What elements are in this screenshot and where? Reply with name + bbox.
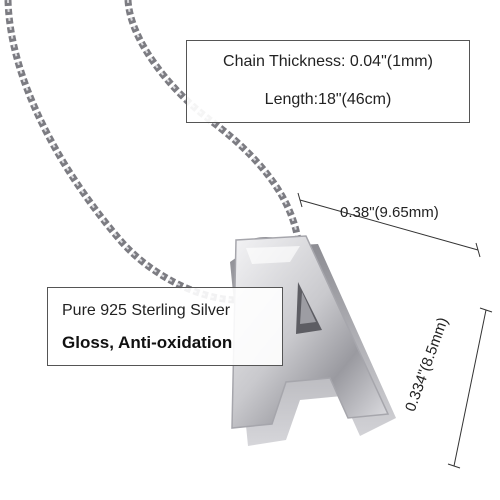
- width-dimension-label: 0.38"(9.65mm): [340, 204, 439, 221]
- chain-length-text: Length:18"(46cm): [264, 91, 392, 108]
- width-dimension-line: [297, 192, 481, 258]
- material-spec-box: Pure 925 Sterling Silver Gloss, Anti-oxi…: [47, 287, 283, 366]
- material-text: Pure 925 Sterling Silver: [62, 302, 231, 319]
- chain-spec-box: Chain Thickness: 0.04"(1mm) Length:18"(4…: [186, 40, 470, 123]
- height-dimension-line: [447, 307, 493, 469]
- chain-thickness-text: Chain Thickness: 0.04"(1mm): [223, 53, 433, 70]
- finish-text: Gloss, Anti-oxidation: [62, 333, 233, 352]
